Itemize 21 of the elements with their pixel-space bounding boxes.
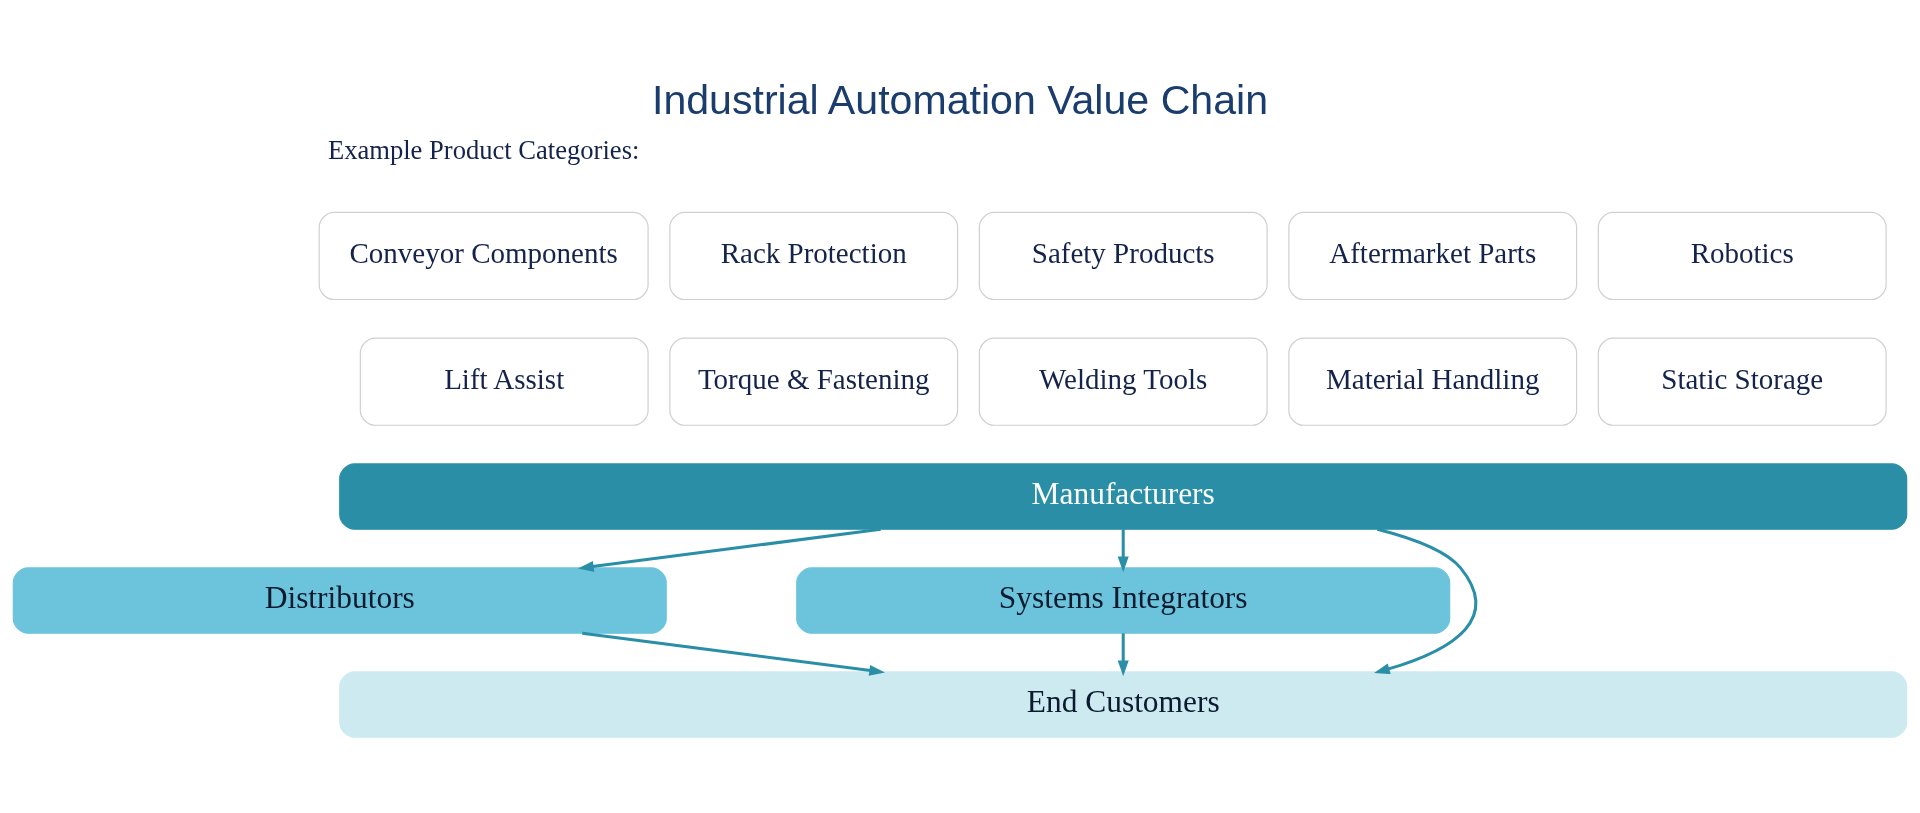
arrow <box>1117 633 1129 677</box>
node-box: Aftermarket Parts <box>1288 211 1578 301</box>
node-box: Safety Products <box>978 211 1268 301</box>
node-box: Lift Assist <box>359 337 649 426</box>
node-box: Conveyor Components <box>318 211 649 301</box>
arrow <box>1117 529 1129 573</box>
diagram-title: Industrial Automation Value Chain <box>651 76 1269 123</box>
arrow <box>1374 527 1478 675</box>
node-box: End Customers <box>339 671 1908 738</box>
node-box: Manufacturers <box>339 463 1908 530</box>
node-box: Distributors <box>12 567 667 634</box>
node-box: Torque & Fastening <box>669 337 959 426</box>
node-box: Material Handling <box>1288 337 1578 426</box>
label: Example Product Categories: <box>327 134 640 165</box>
node-box: Static Storage <box>1597 337 1887 426</box>
arrow <box>582 631 886 676</box>
node-box: Robotics <box>1597 211 1887 301</box>
node-box: Welding Tools <box>978 337 1268 426</box>
node-box: Systems Integrators <box>796 567 1451 634</box>
arrow <box>577 527 881 572</box>
node-box: Rack Protection <box>669 211 959 301</box>
